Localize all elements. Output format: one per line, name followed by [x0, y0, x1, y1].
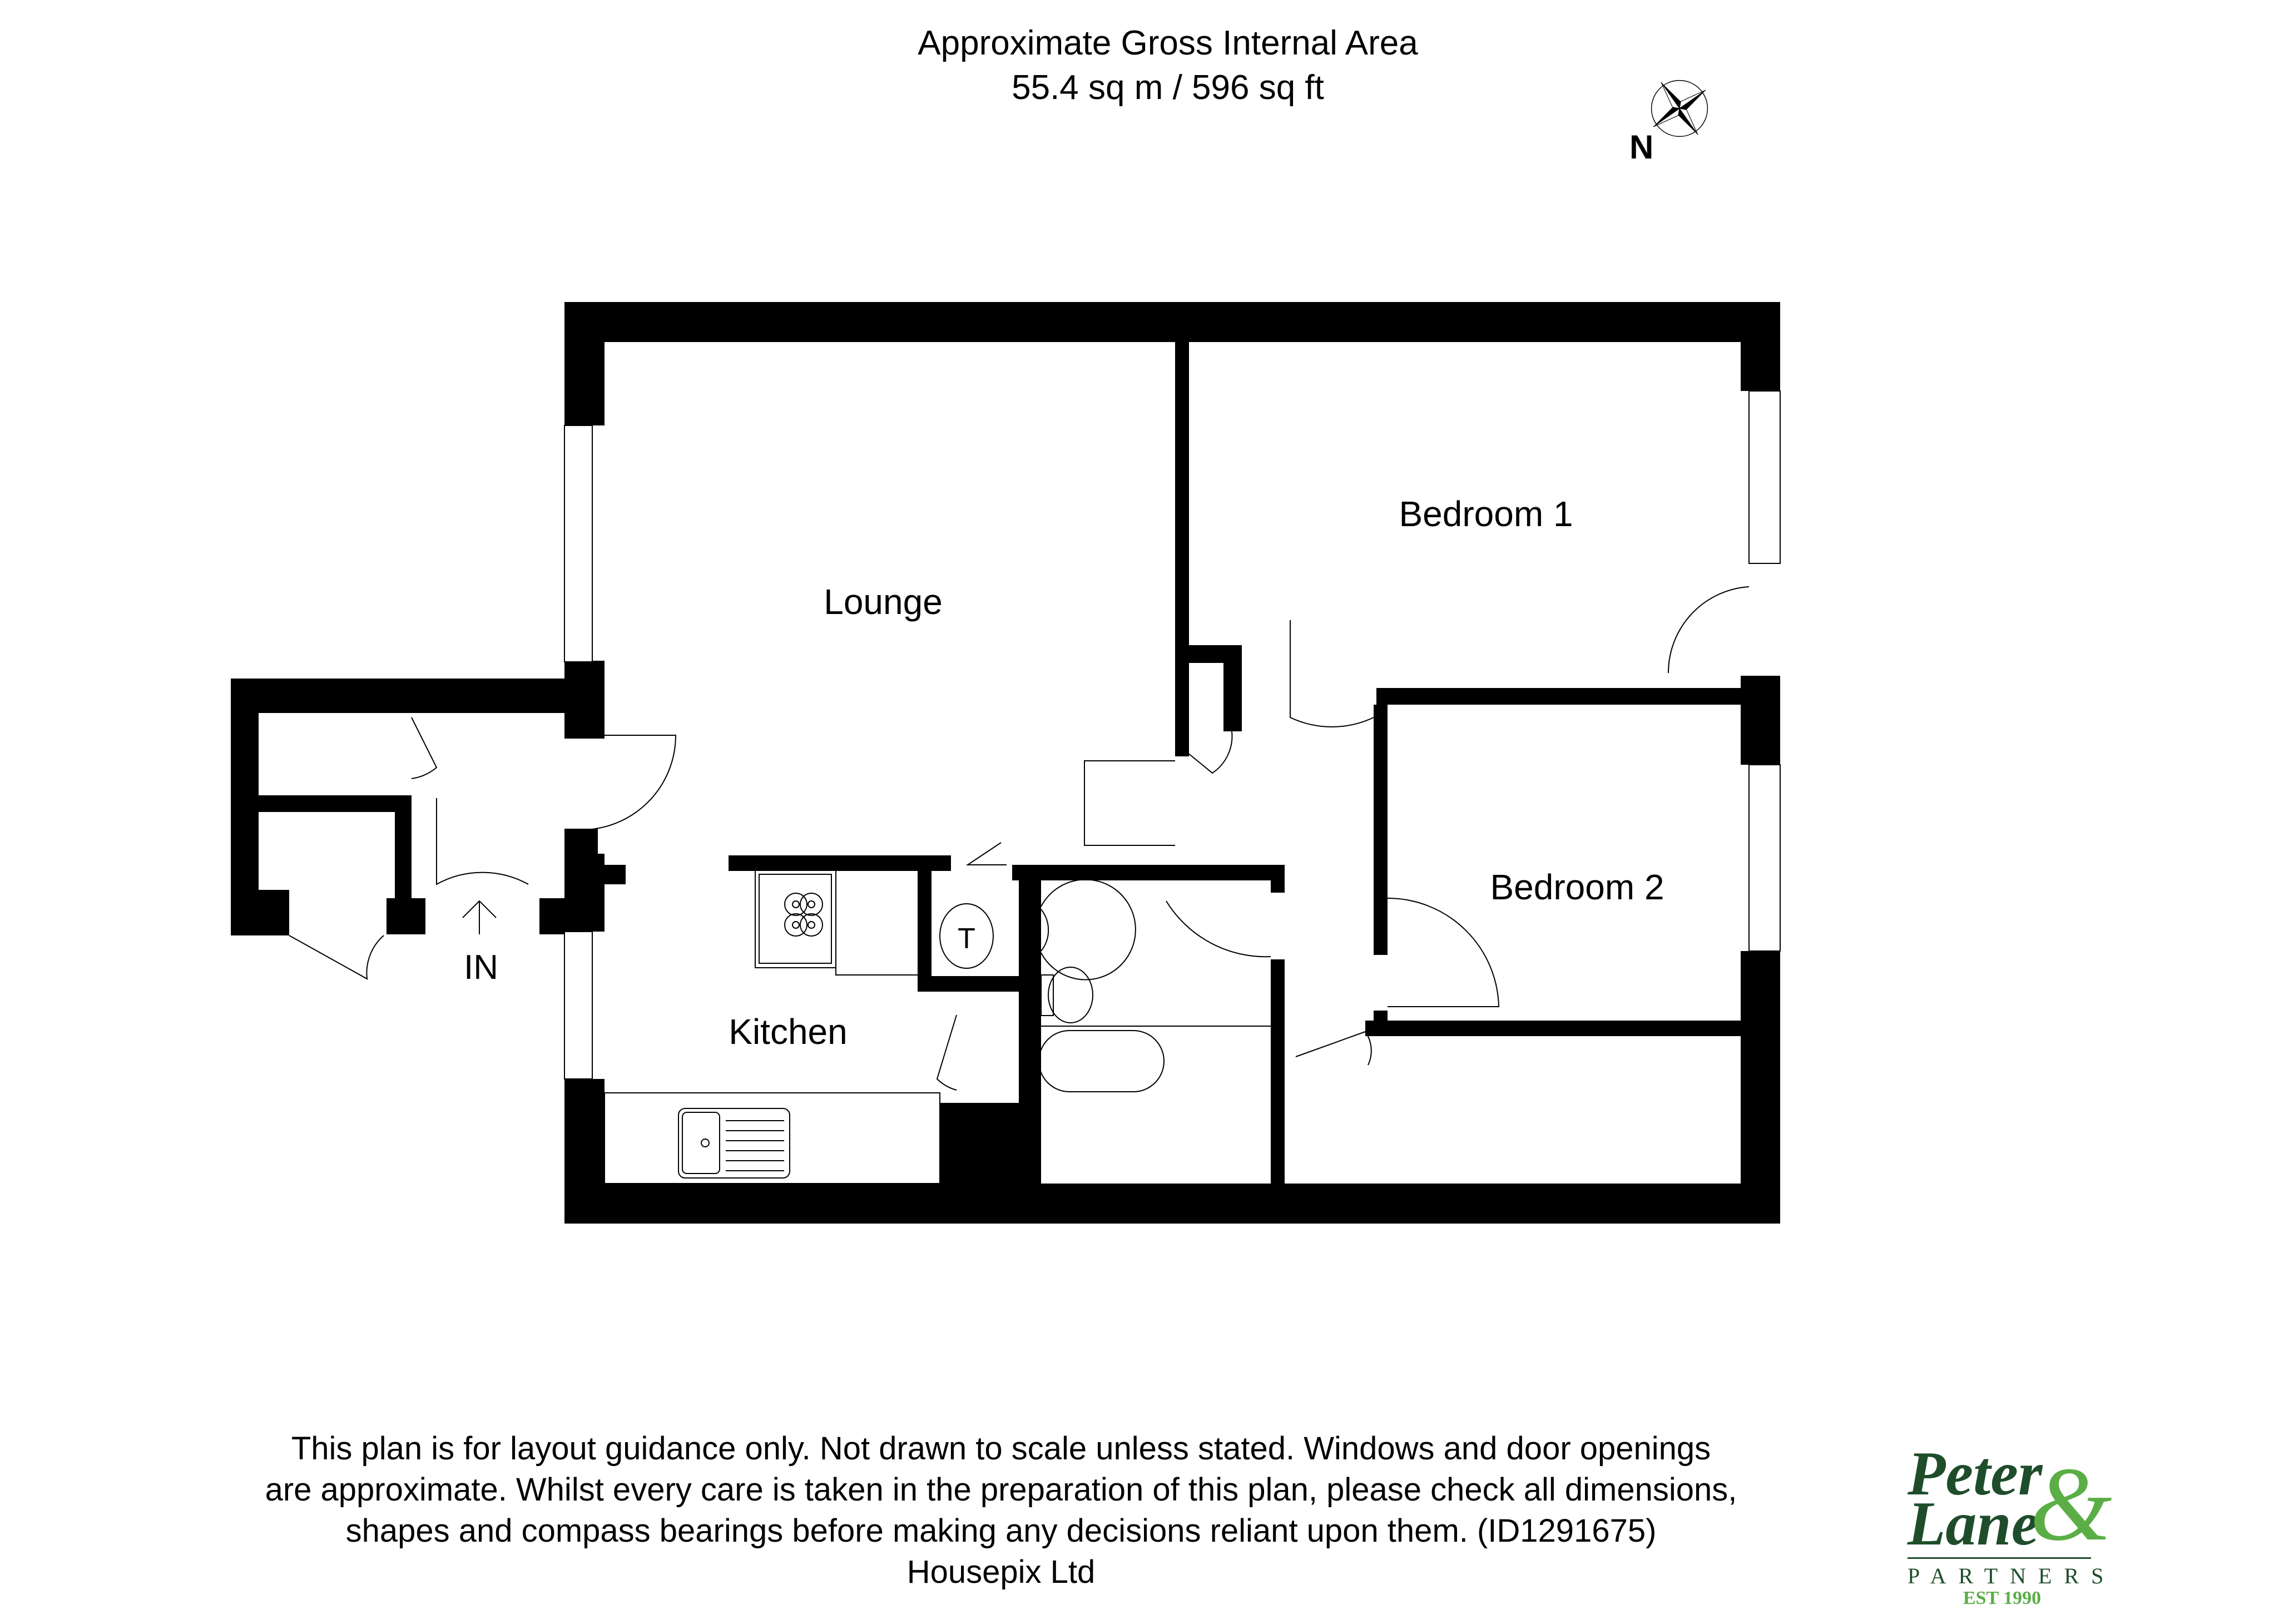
door-hall-lounge — [1084, 760, 1175, 846]
bath-icon — [1038, 1030, 1165, 1092]
area-title: Approximate Gross Internal Area — [918, 24, 1418, 62]
doors — [289, 586, 1750, 1091]
logo-partners: PARTNERS — [1908, 1563, 2116, 1588]
room-label-kitchen: Kitchen — [729, 1012, 848, 1052]
window-bedroom-1 — [1748, 390, 1781, 564]
windows — [564, 390, 1781, 1080]
sink-icon — [678, 1108, 790, 1179]
disclaimer: This plan is for layout guidance only. N… — [167, 1428, 1835, 1593]
logo-divider — [1908, 1557, 2091, 1559]
door-bedroom-2 — [1387, 898, 1500, 1007]
hob-icon — [755, 870, 836, 968]
toilet-cistern — [1041, 974, 1054, 1016]
cylinder-tank-icon — [939, 903, 994, 969]
basin-icon — [1041, 879, 1136, 981]
window-kitchen — [564, 931, 593, 1080]
door-store — [1295, 1031, 1372, 1066]
door-hall-cupboard — [1181, 731, 1233, 774]
area-header: Approximate Gross Internal Area 55.4 sq … — [779, 21, 1557, 110]
kitchen-fittings — [604, 870, 994, 1184]
door-lounge — [581, 735, 677, 830]
room-label-bedroom-2: Bedroom 2 — [1490, 867, 1664, 907]
door-cylinder — [965, 842, 1007, 865]
entrance-arrow-icon — [462, 900, 497, 934]
disclaimer-line-2: are approximate. Whilst every care is ta… — [265, 1472, 1737, 1508]
room-label-lounge: Lounge — [824, 582, 943, 622]
compass-north-label: N — [1629, 128, 1654, 166]
room-label-bedroom-1: Bedroom 1 — [1399, 494, 1573, 534]
door-kitchen-cupboard — [936, 1014, 957, 1091]
toilet-icon — [1048, 967, 1093, 1023]
door-entrance — [436, 798, 529, 885]
door-cupboard-1 — [411, 717, 438, 779]
logo-ampersand: & — [2030, 1446, 2112, 1563]
door-cupboard-2 — [289, 935, 384, 980]
disclaimer-line-1: This plan is for layout guidance only. N… — [291, 1430, 1711, 1467]
walls — [231, 302, 1780, 1224]
bathroom-fittings — [1038, 879, 1271, 1092]
window-bedroom-2 — [1748, 764, 1781, 952]
logo-lane: Lane — [1908, 1489, 2039, 1558]
compass-rose-icon — [1651, 80, 1708, 137]
entrance-label: IN — [464, 948, 498, 987]
door-bedroom-1-right — [1667, 586, 1750, 674]
disclaimer-line-3: shapes and compass bearings before makin… — [345, 1513, 1657, 1549]
door-bedroom-1 — [1290, 620, 1374, 727]
disclaimer-line-4: Housepix Ltd — [906, 1554, 1096, 1590]
brand-logo: Peter Lane & PARTNERS EST 1990 — [1902, 1424, 2116, 1608]
door-bathroom — [1166, 900, 1271, 958]
cylinder-tank-label: T — [958, 923, 975, 955]
logo-peter: Peter — [1908, 1439, 2043, 1508]
window-lounge — [564, 425, 593, 662]
logo-est: EST 1990 — [1963, 1588, 2042, 1608]
area-value: 55.4 sq m / 596 sq ft — [1012, 68, 1324, 107]
